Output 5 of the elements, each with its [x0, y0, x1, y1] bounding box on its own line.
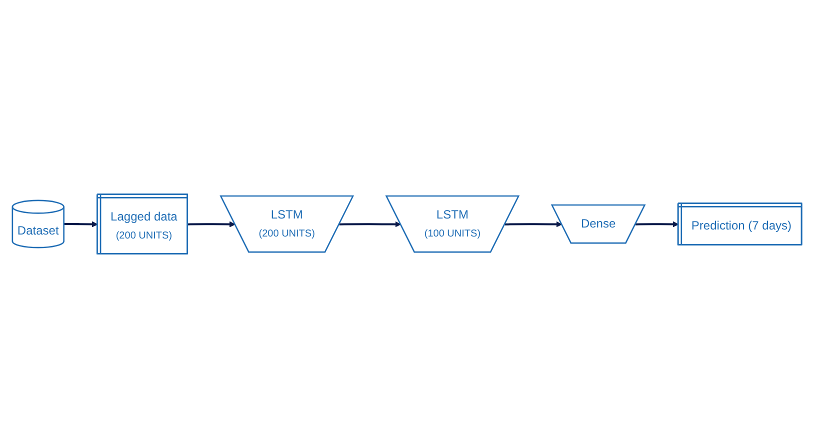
arrow [504, 221, 562, 228]
arrow [188, 221, 236, 228]
arrow [636, 221, 679, 228]
arrow [64, 221, 98, 228]
arrow [339, 221, 401, 228]
